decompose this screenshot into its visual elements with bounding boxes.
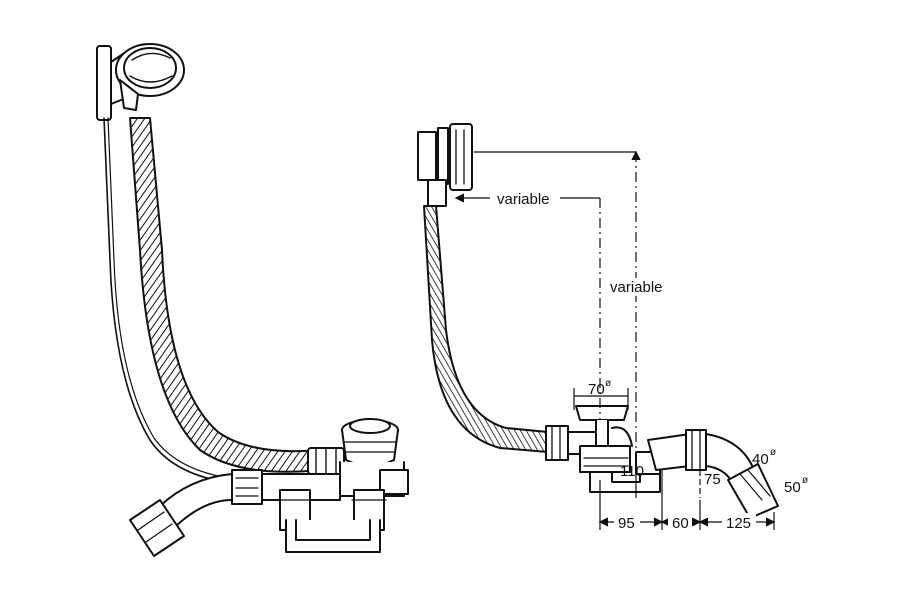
- corrugated-hose: [129, 117, 321, 473]
- label-variable-vertical: variable: [610, 279, 663, 296]
- waste-elbow: [129, 469, 341, 557]
- trap-side: [589, 451, 661, 493]
- dimension-labels: variable variable 70 ø 110 75 40 ø 50 ø …: [492, 189, 808, 532]
- label-dia-40: 40: [752, 451, 769, 468]
- perspective-view: [96, 43, 409, 557]
- label-125: 125: [726, 515, 751, 532]
- outlet-elbow-side: [647, 429, 779, 519]
- drain-body-side: [575, 405, 633, 473]
- trap: [277, 489, 387, 553]
- diameter-mark-50: ø: [802, 475, 808, 486]
- diameter-mark-70: ø: [605, 378, 611, 389]
- overflow-head-side: [417, 123, 473, 207]
- label-dia-50: 50: [784, 479, 801, 496]
- dimensional-view: [417, 123, 779, 519]
- drain-plug: [339, 418, 409, 497]
- label-75: 75: [704, 471, 721, 488]
- overflow-head: [96, 43, 185, 121]
- diameter-mark-40: ø: [770, 447, 776, 458]
- label-95: 95: [618, 515, 635, 532]
- label-110: 110: [620, 463, 644, 480]
- control-cable: [103, 117, 216, 481]
- label-60: 60: [672, 515, 689, 532]
- label-dia-70: 70: [588, 381, 605, 398]
- label-variable-horizontal: variable: [497, 191, 550, 208]
- control-cable-side: [429, 205, 547, 447]
- corrugated-hose-side: [423, 205, 549, 453]
